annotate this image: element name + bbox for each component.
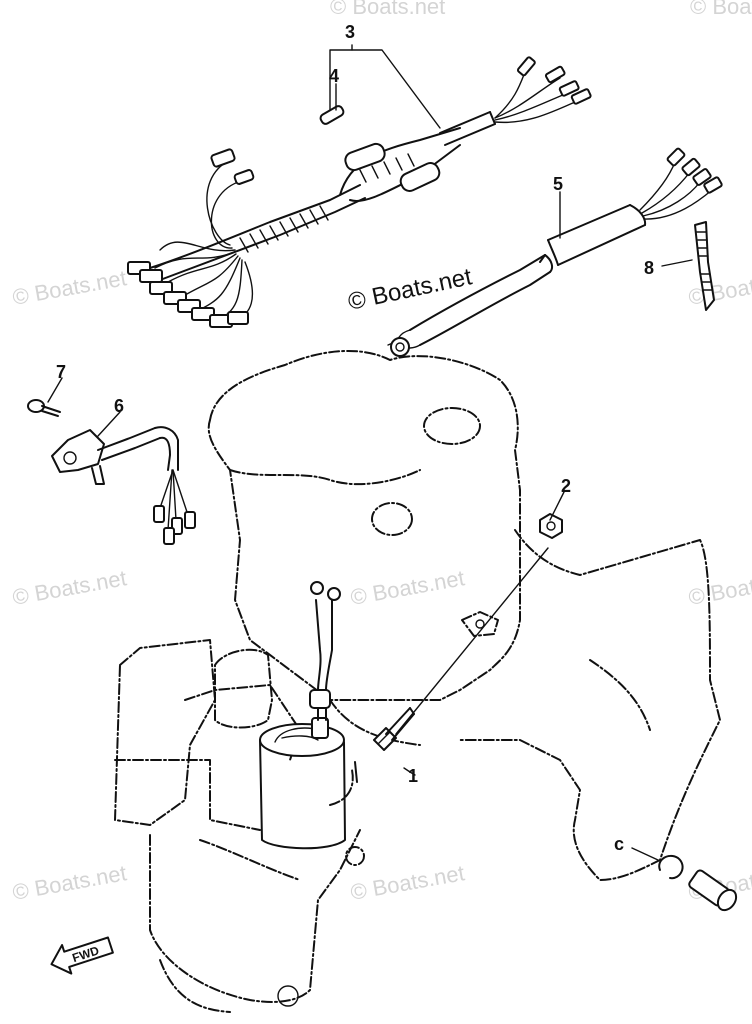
- watermark: © Boats.net: [11, 265, 129, 310]
- trim-sensor-part-6: [51, 426, 196, 545]
- callout-4: 4: [329, 66, 339, 86]
- callout-3: 3: [345, 22, 355, 42]
- watermark: © Boats.net: [687, 565, 752, 610]
- clip-part-4: [319, 105, 345, 125]
- callout-6: 6: [114, 396, 124, 416]
- watermark: © Boats.net: [687, 265, 752, 310]
- trim-tilt-unit: [114, 581, 365, 1013]
- cable-tie-part-8: [694, 221, 715, 311]
- watermark: © Boats.net: [349, 860, 467, 905]
- watermark: © Boats.net: [690, 0, 752, 19]
- bolt-part-1: [373, 707, 415, 751]
- callout-2: 2: [561, 476, 571, 496]
- leader-lines: [47, 44, 693, 861]
- callout-labels: 3 4 5 8 7 6 2 1 c: [56, 22, 654, 854]
- callout-1: 1: [408, 766, 418, 786]
- forward-arrow: FWD: [50, 936, 114, 975]
- callout-c: c: [614, 834, 624, 854]
- watermark: © Boats.net: [11, 565, 129, 610]
- screw-part-7: [27, 399, 61, 417]
- nut-part-2: [539, 513, 563, 539]
- clamp-bracket-outline: [207, 350, 721, 881]
- circlip-and-pin: [658, 854, 738, 912]
- callout-8: 8: [644, 258, 654, 278]
- watermark: © Boats.net: [349, 565, 467, 610]
- callout-5: 5: [553, 174, 563, 194]
- sensor-cable-part-5: [387, 147, 723, 357]
- watermark: © Boats.net: [330, 0, 445, 19]
- mounting-tab: [461, 611, 499, 637]
- brand-label: © Boats.net: [346, 263, 475, 316]
- watermark: © Boats.net: [11, 860, 129, 905]
- callout-7: 7: [56, 362, 66, 382]
- wiring-harness-part-3: [127, 56, 592, 328]
